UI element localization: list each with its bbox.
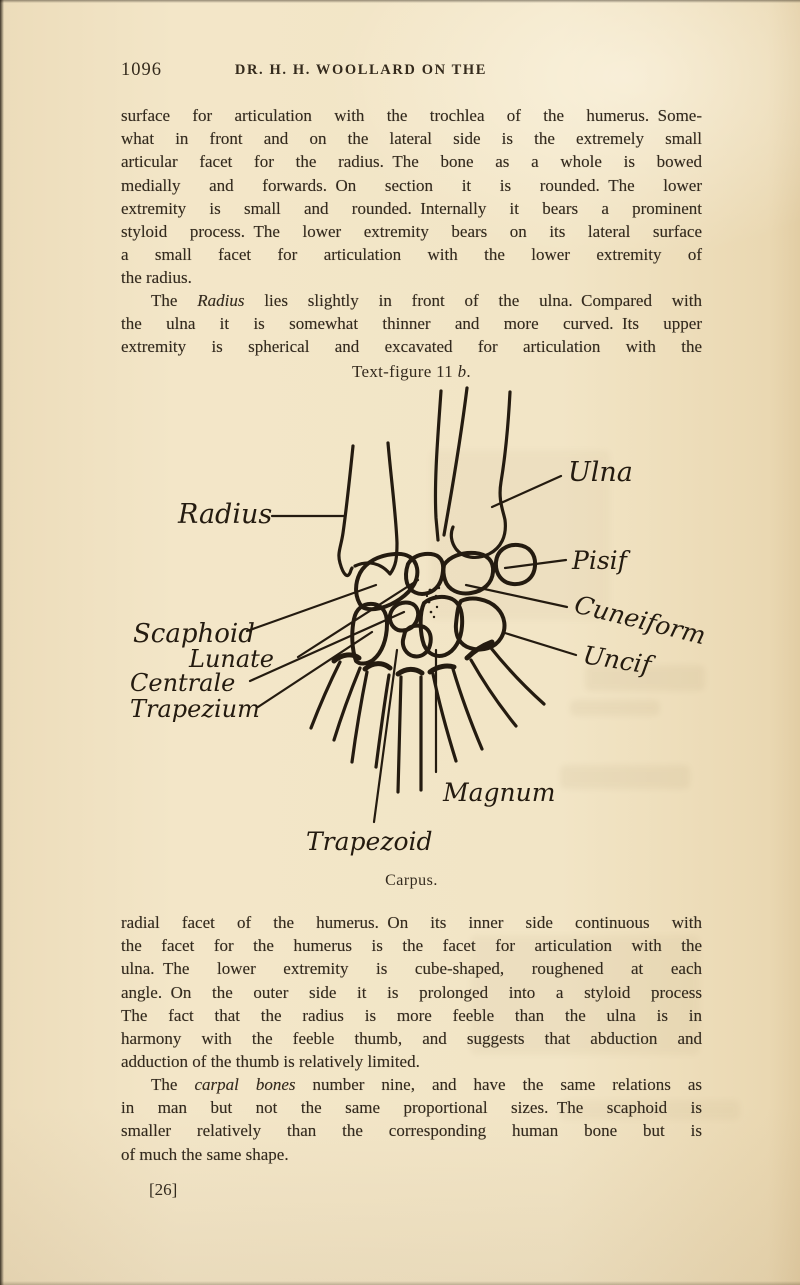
text-line: styloid process. The lower extremity bea… <box>121 221 702 241</box>
ulna-bone <box>449 390 512 560</box>
metacarpal-5 <box>469 658 518 728</box>
figure-labels: Radius Ulna Pisif Cuneiform Uncif Scapho… <box>130 457 709 856</box>
italic-term: carpal bones <box>194 1075 296 1094</box>
label-unciform: Uncif <box>581 640 657 680</box>
text-run: lies slightly in front of the ulna. Comp… <box>244 291 702 310</box>
paragraph-4: The carpal bones number nine, and have t… <box>121 1073 702 1166</box>
text-run: The <box>151 291 198 310</box>
text-line: a small facet for articulation with the … <box>121 245 702 265</box>
label-pisiform: Pisif <box>571 546 631 575</box>
text-line: medially and forwards. On section it is … <box>121 175 702 195</box>
paragraph-3: radial facet of the humerus. On its inne… <box>121 911 702 1073</box>
text-line: radial facet of the humerus. On its inne… <box>121 913 702 932</box>
metacarpal-2 <box>374 673 391 769</box>
carpal-bones <box>350 542 538 666</box>
text-line: the facet for the humerus is the facet f… <box>121 936 702 956</box>
running-head: DR. H. H. WOOLLARD ON THE <box>234 62 488 78</box>
magnum-bone <box>418 594 465 658</box>
metacarpal-3 <box>396 675 403 794</box>
scan-edge-left <box>0 0 4 1285</box>
leader-pisiform <box>503 558 568 570</box>
leader-scaphoid <box>245 583 378 633</box>
label-ulna: Ulna <box>568 457 633 488</box>
trapezoid-bone <box>400 623 433 659</box>
leader-ulna <box>490 474 563 509</box>
metacarpal-2 <box>350 670 369 764</box>
showthrough-mark <box>585 665 705 691</box>
text-line: surface for articulation with the trochl… <box>121 106 702 125</box>
text-run: Text-figure 11 <box>352 362 458 381</box>
text-line: adduction of the thumb is relatively lim… <box>121 1052 420 1072</box>
label-scaphoid: Scaphoid <box>133 619 255 649</box>
forearm-line <box>442 386 469 537</box>
text-run: The <box>151 1075 195 1094</box>
signature-mark: [26] <box>149 1180 178 1199</box>
text-line: angle. On the outer side it is prolonged… <box>121 982 702 1002</box>
leader-unciform <box>503 631 578 657</box>
text-line: ulna. The lower extremity is cube-shaped… <box>121 959 702 979</box>
showthrough-mark <box>570 700 660 716</box>
text-line: of much the same shape. <box>121 1144 289 1164</box>
label-lunate: Lunate <box>188 645 274 673</box>
text-line: the radius. <box>121 268 192 288</box>
leader-trapezium <box>256 630 374 709</box>
text-line: in man but not the same proportional siz… <box>121 1098 702 1118</box>
text-line: what in front and on the lateral side is… <box>121 129 702 149</box>
text-line: The Radius lies slightly in front of the… <box>121 289 702 312</box>
showthrough-mark <box>470 935 700 1055</box>
forearm-line <box>433 389 443 542</box>
text-run: . <box>466 362 471 381</box>
text-line: extremity is spherical and excavated for… <box>121 337 702 357</box>
italic-term: Radius <box>197 291 245 310</box>
radius-bone <box>337 444 355 578</box>
metacarpal-4 <box>451 667 484 751</box>
label-trapezium: Trapezium <box>130 695 260 723</box>
showthrough-mark <box>560 1100 740 1120</box>
showthrough-mark <box>560 765 690 789</box>
metacarpals <box>309 646 546 794</box>
text-line: the ulna it is somewhat thinner and more… <box>121 314 702 334</box>
long-bones <box>337 386 512 578</box>
joint-strokes <box>331 639 495 677</box>
label-centrale: Centrale <box>130 669 235 697</box>
text-run: number nine, and have the same relations… <box>295 1075 703 1094</box>
figure-heading: Text-figure 11 b. <box>121 362 702 382</box>
paragraph-1: surface for articulation with the trochl… <box>121 104 702 290</box>
leader-centrale <box>248 610 406 683</box>
text-line: articular facet for the radius. The bone… <box>121 152 702 172</box>
paragraph-2: The Radius lies slightly in front of the… <box>121 289 702 359</box>
text-line: The fact that the radius is more feeble … <box>121 1005 702 1025</box>
label-trapezoid: Trapezoid <box>306 827 433 856</box>
metacarpal-4 <box>431 672 458 763</box>
figure-caption: Carpus. <box>385 872 438 889</box>
scan-edge-bottom <box>0 1281 800 1285</box>
scan-edge-top <box>0 0 800 3</box>
leader-cuneiform <box>464 583 569 609</box>
scaphoid-bone <box>354 551 420 612</box>
stipple-shading <box>425 586 441 619</box>
carpus-figure: Radius Ulna Pisif Cuneiform Uncif Scapho… <box>130 386 709 856</box>
italic-term: b <box>457 362 467 381</box>
text-line: The carpal bones number nine, and have t… <box>121 1073 702 1096</box>
page-number: 1096 <box>121 60 162 80</box>
metacarpal-1 <box>309 660 342 730</box>
cuneiform-bone <box>441 550 496 596</box>
metacarpal-5 <box>489 646 546 706</box>
text-line: extremity is small and rounded. Internal… <box>121 198 702 218</box>
label-magnum: Magnum <box>442 778 555 807</box>
leader-lines <box>245 474 578 824</box>
metacarpal-1 <box>332 666 362 742</box>
pisiform-bone <box>493 542 538 587</box>
centrale-bone <box>387 600 421 633</box>
leader-lunate <box>296 578 420 659</box>
label-radius: Radius <box>177 499 272 530</box>
lunate-bone <box>403 551 446 596</box>
text-line: smaller relatively than the correspondin… <box>121 1121 702 1141</box>
leader-trapezoid <box>372 648 399 824</box>
text-line: harmony with the feeble thumb, and sugge… <box>121 1028 702 1048</box>
unciform-bone <box>453 596 507 652</box>
